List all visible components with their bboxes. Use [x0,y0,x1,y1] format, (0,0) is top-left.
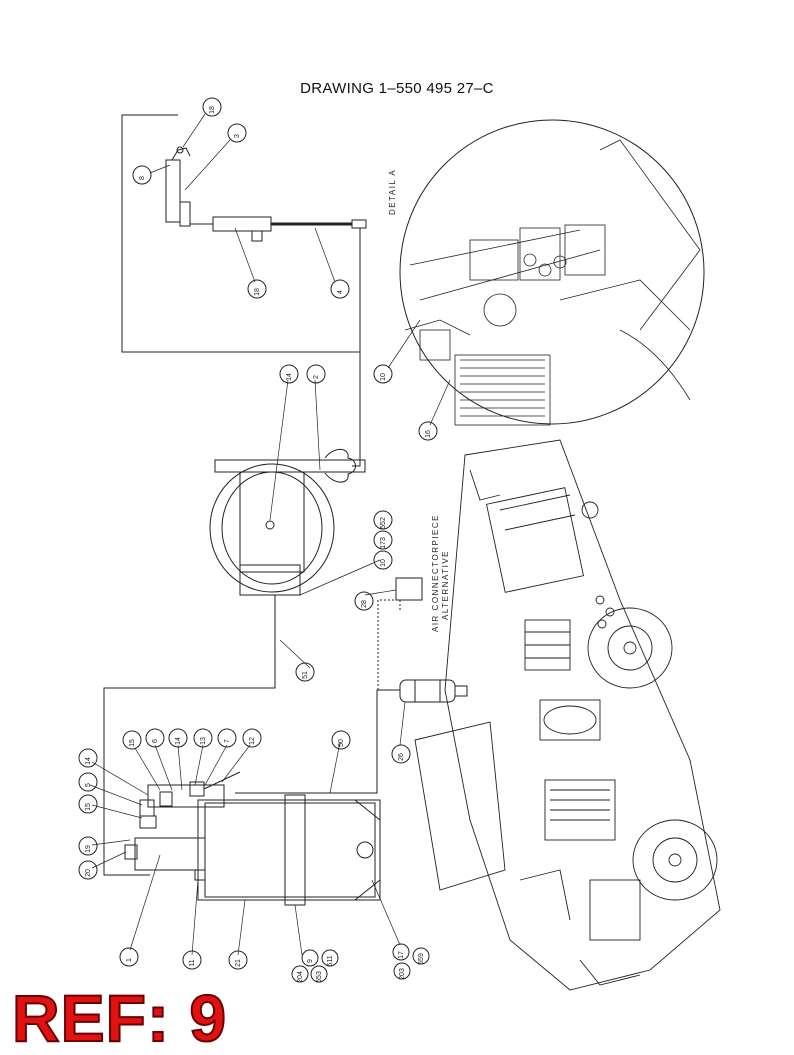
callout-14[interactable]: 14 [279,364,299,384]
callout-15[interactable]: 15 [78,794,98,814]
svg-text:15: 15 [129,739,136,747]
callout-balloons: 18 3 8 18 4 10 16 14 2 10 173 552 28 51 … [78,97,438,983]
callout-19[interactable]: 19 [78,836,98,856]
air-connector-label: AIR CONNECTORPIECE [431,514,440,632]
leader-lines [89,113,451,956]
air-connector-box [395,577,423,601]
svg-text:20: 20 [85,869,92,877]
svg-text:6: 6 [152,739,159,743]
svg-text:8: 8 [139,176,146,180]
svg-text:26: 26 [398,753,405,761]
svg-text:21: 21 [235,959,242,967]
svg-text:10: 10 [380,373,387,381]
ref-badge: REF: 9 [11,981,228,1055]
callout-511[interactable]: 511 [321,949,339,967]
svg-text:2: 2 [313,375,320,379]
svg-text:10: 10 [380,559,387,567]
machine-assembly [414,439,721,991]
callout-1[interactable]: 1 [119,947,139,967]
svg-text:559: 559 [418,953,425,965]
callout-18[interactable]: 18 [202,97,222,117]
svg-text:511: 511 [327,955,334,966]
callout-9[interactable]: 9 [301,949,319,967]
callout-28[interactable]: 28 [354,591,374,611]
callout-20[interactable]: 20 [78,860,98,880]
callout-4[interactable]: 4 [330,279,350,299]
valve-manifold [139,771,241,829]
callout-7[interactable]: 7 [217,728,237,748]
callout-14[interactable]: 14 [78,748,98,768]
callout-8[interactable]: 8 [132,165,152,185]
svg-text:18: 18 [209,106,216,114]
callout-173[interactable]: 173 [373,530,393,550]
svg-text:553: 553 [316,971,323,983]
callout-10[interactable]: 10 [373,364,393,384]
svg-text:51: 51 [302,671,309,679]
callout-204[interactable]: 204 [291,965,309,983]
svg-text:18: 18 [254,288,261,296]
callout-5[interactable]: 5 [78,772,98,792]
svg-text:14: 14 [85,757,92,765]
svg-text:13: 13 [200,737,207,745]
callout-3[interactable]: 3 [227,123,247,143]
svg-text:204: 204 [297,971,304,983]
svg-text:14: 14 [175,737,182,745]
alternative-label: ALTERNATIVE [441,550,450,620]
svg-text:19: 19 [85,845,92,853]
svg-text:4: 4 [337,290,344,294]
svg-text:50: 50 [338,739,345,747]
callout-16[interactable]: 16 [418,421,438,441]
callout-10[interactable]: 10 [373,550,393,570]
callout-50[interactable]: 50 [331,730,351,750]
svg-text:173: 173 [380,537,387,549]
svg-text:9: 9 [307,959,314,963]
svg-text:203: 203 [399,968,406,980]
drawing-title: DRAWING 1–550 495 27–C [300,80,494,97]
water-separator [399,679,468,703]
svg-text:14: 14 [286,373,293,381]
callout-51[interactable]: 51 [295,662,315,682]
svg-text:17: 17 [398,951,405,959]
callout-553[interactable]: 553 [310,965,328,983]
callout-15[interactable]: 15 [122,730,142,750]
svg-text:3: 3 [234,134,241,138]
svg-text:15: 15 [85,803,92,811]
callout-203[interactable]: 203 [393,962,411,980]
svg-text:28: 28 [361,600,368,608]
callout-18[interactable]: 18 [247,279,267,299]
callout-12[interactable]: 12 [242,728,262,748]
detail-a-label: DETAIL A [388,169,397,215]
hose-lines [103,595,401,876]
detail-a-view: DETAIL A [388,119,705,426]
hose-reel [209,352,366,596]
svg-text:12: 12 [249,737,256,745]
callout-17[interactable]: 17 [392,943,410,961]
callout-559[interactable]: 559 [412,947,430,965]
pressure-tank [124,794,381,906]
callout-6[interactable]: 6 [145,728,165,748]
callout-21[interactable]: 21 [228,950,248,970]
gun-assembly [121,114,367,353]
callout-11[interactable]: 11 [182,950,202,970]
svg-text:1: 1 [126,958,133,962]
callout-13[interactable]: 13 [193,728,213,748]
svg-text:11: 11 [189,959,196,966]
callout-26[interactable]: 26 [391,744,411,764]
callout-14[interactable]: 14 [168,728,188,748]
callout-552[interactable]: 552 [373,510,393,530]
svg-text:16: 16 [425,430,432,438]
callout-2[interactable]: 2 [306,364,326,384]
svg-text:552: 552 [380,517,387,529]
svg-text:7: 7 [224,739,231,743]
svg-text:5: 5 [85,783,92,787]
